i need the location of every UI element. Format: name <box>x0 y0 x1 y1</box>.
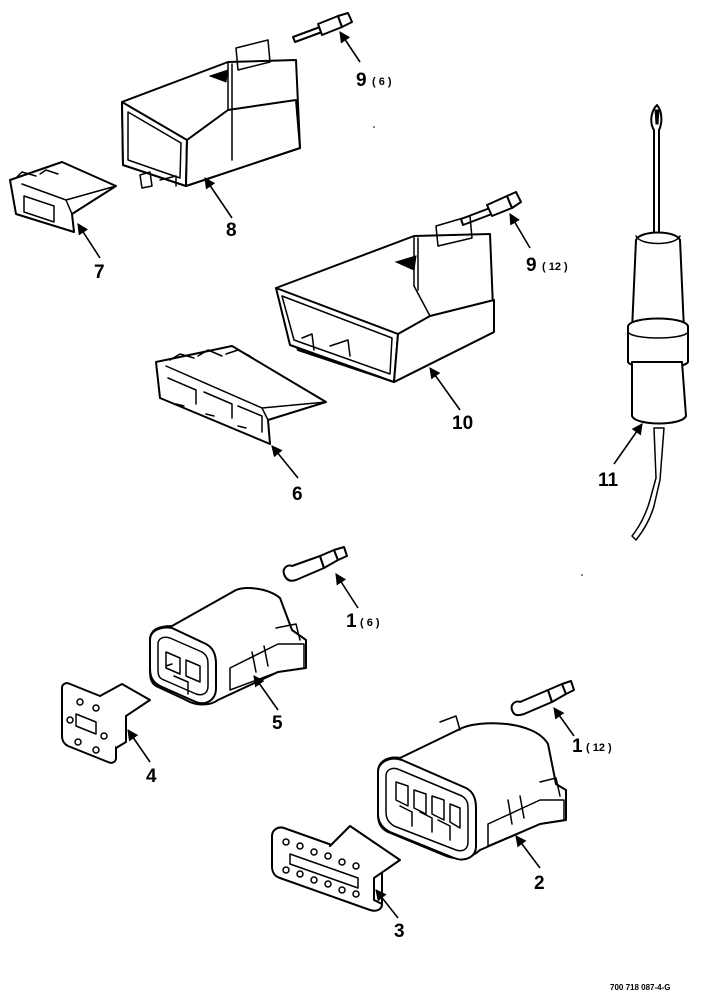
leader-5 <box>253 675 279 711</box>
leader-3 <box>375 889 399 919</box>
leader-4 <box>127 729 151 763</box>
receptacle-housing-10 <box>275 215 495 383</box>
leader-7 <box>77 223 101 259</box>
callout-9-top: 9 ( 6 ) <box>356 70 392 91</box>
socket-contact-1-bottom <box>510 680 575 717</box>
callout-1-bottom-qty: ( 12 ) <box>586 742 612 754</box>
receptacle-housing-8 <box>121 39 301 189</box>
plug-housing-5 <box>149 587 307 706</box>
callout-1-bottom: 1 ( 12 ) <box>572 736 612 757</box>
callout-9-top-number: 9 <box>356 70 367 91</box>
leader-6 <box>271 445 299 479</box>
drawing-number: 700 718 087-4-G <box>610 983 671 992</box>
callout-7: 7 <box>94 262 105 283</box>
contact-pin-9-top <box>292 12 353 43</box>
wedge-lock-3 <box>271 825 401 912</box>
callout-8: 8 <box>226 220 237 241</box>
callout-10: 10 <box>452 413 473 434</box>
scan-dot <box>581 574 583 576</box>
callout-1-top-qty: ( 6 ) <box>360 617 380 629</box>
socket-contact-1-top <box>282 546 348 582</box>
callout-1-bottom-number: 1 <box>572 736 583 757</box>
callout-1-top-number: 1 <box>346 611 357 632</box>
leader-11 <box>613 423 643 465</box>
leader-2 <box>515 835 541 869</box>
removal-tool-11 <box>627 104 689 541</box>
leader-8 <box>204 177 233 219</box>
callout-9-middle-number: 9 <box>526 255 537 276</box>
callout-6: 6 <box>292 484 303 505</box>
wedge-lock-6 <box>155 345 327 445</box>
callout-4: 4 <box>146 766 157 787</box>
callout-11: 11 <box>598 470 619 491</box>
leader-10 <box>429 367 461 411</box>
contact-pin-9-middle <box>460 191 522 226</box>
leader-1-bottom <box>553 707 575 737</box>
wedge-lock-4 <box>61 682 151 764</box>
wedge-lock-7 <box>9 161 117 233</box>
callout-5: 5 <box>272 713 283 734</box>
callout-9-top-qty: ( 6 ) <box>372 76 392 88</box>
callout-9-middle-qty: ( 12 ) <box>542 261 568 273</box>
plug-housing-2 <box>377 715 567 861</box>
callout-9-middle: 9 ( 12 ) <box>526 255 568 276</box>
callout-3: 3 <box>394 921 405 942</box>
leader-9-top <box>339 31 361 63</box>
leader-9-middle <box>509 213 531 249</box>
callout-1-top: 1 ( 6 ) <box>346 611 380 632</box>
scan-dot <box>373 126 375 128</box>
callout-2: 2 <box>534 873 545 894</box>
leader-1-top <box>335 573 359 609</box>
